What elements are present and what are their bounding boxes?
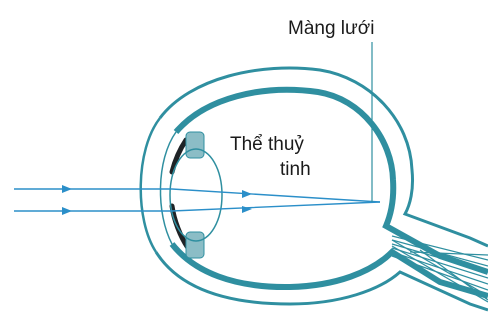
cornea-inner [160,132,176,244]
ciliary-body-top [186,132,204,158]
arrow-icon [62,185,72,193]
light-rays [14,189,380,211]
lens-label-line1: Thể thuỷ [230,134,304,155]
iris-top [172,140,186,172]
arrow-icon [242,190,252,198]
retina-label: Màng lưới [288,18,374,39]
light-ray-upper [14,189,380,202]
eyeball-wall [156,68,488,310]
lens [170,149,222,241]
arrow-icon [62,207,72,215]
light-ray-lower [14,202,380,211]
lens-label-line2: tinh [280,159,311,180]
cornea [141,118,160,252]
ciliary-body-bottom [186,232,204,258]
